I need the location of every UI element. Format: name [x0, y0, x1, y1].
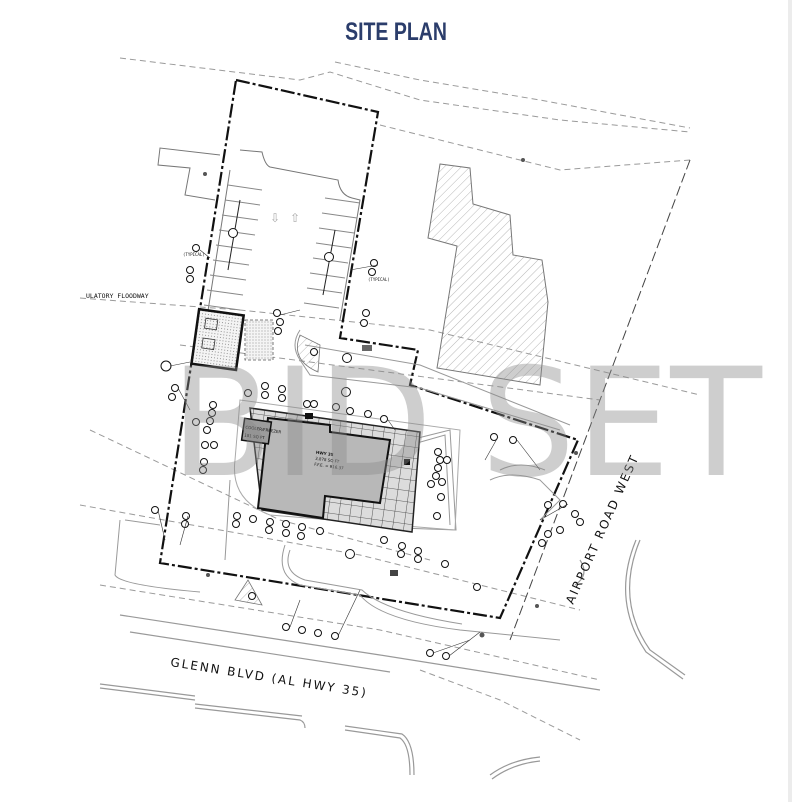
typical-label-right: (TYPICAL) [368, 277, 390, 282]
main-building [256, 416, 392, 520]
drive-curbs [114, 329, 571, 641]
adjacent-building [427, 163, 549, 386]
traffic-arrow-up: ⇧ [290, 211, 300, 225]
typical-label-left: (TYPICAL) [183, 252, 205, 257]
row-line-east [509, 159, 691, 641]
site-fixtures [203, 158, 578, 638]
building-ffe: F.F.E. = 916.37 [314, 462, 344, 471]
cooler-area: 181 SQ FT [244, 432, 266, 440]
dumpster-enclosure [190, 307, 246, 372]
building-area: 3,878 SQ FT [315, 456, 340, 464]
floodway-label: ULATORY FLOODWAY [86, 292, 149, 300]
road-curbs [99, 539, 686, 780]
parking-lot-north [157, 147, 361, 331]
landscape-island [234, 579, 263, 606]
page-title: SITE PLAN [345, 18, 447, 46]
cooler-label: COOLER/FREEZER [245, 425, 282, 435]
keynote-callouts [151, 228, 584, 660]
road-label-glenn-blvd: GLENN BLVD (AL HWY 35) [170, 655, 369, 700]
property-boundary [158, 78, 580, 620]
building-name: HWY 35 [316, 450, 334, 457]
leader-lines [157, 249, 569, 657]
traffic-arrow-down: ⇩ [270, 211, 280, 225]
cooler-freezer [240, 417, 273, 445]
page-edge [788, 0, 792, 802]
watermark: BID SET [170, 337, 763, 511]
